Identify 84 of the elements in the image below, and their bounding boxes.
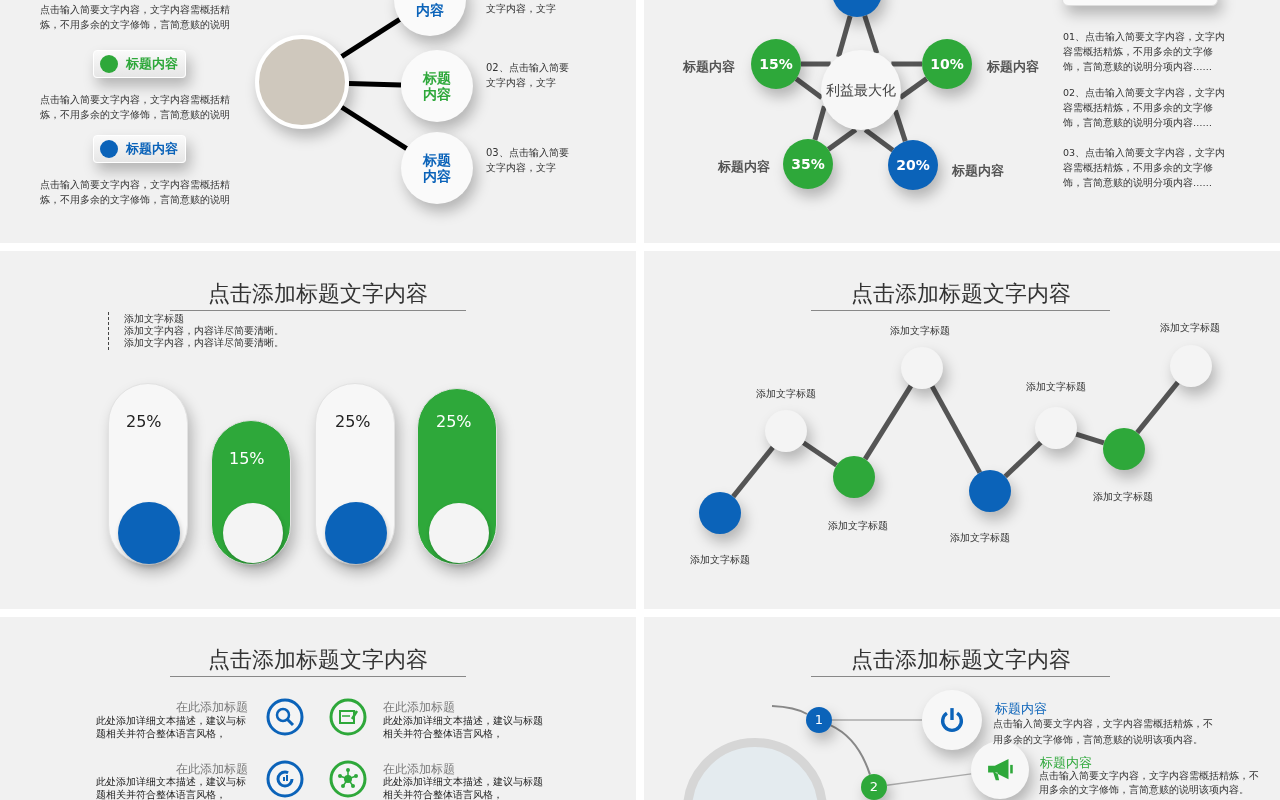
node-label: 标题内容 (1040, 754, 1093, 770)
description-text: 添加文字标题 (827, 519, 889, 533)
connector-line (340, 105, 408, 151)
connector-line (802, 440, 838, 468)
slide-title: 点击添加标题文字内容 (850, 646, 1072, 674)
item-title: 在此添加标题 (383, 762, 456, 776)
node-label: 标题内容 (717, 158, 770, 176)
node-label: 标题内容 (995, 700, 1048, 718)
connector-line (731, 445, 775, 499)
paragraph: 点击输入简要文字内容，文字内容需概括精炼，不用多余的文字修饰，言简意赅的说明 (40, 3, 231, 32)
node-text: 标题内容 (126, 55, 178, 73)
connector-line (1075, 431, 1105, 446)
connector-line (1003, 440, 1043, 479)
connector-line (348, 80, 402, 88)
node-text: 标题内容 (126, 140, 178, 158)
node-label: 标题内容 (952, 162, 1005, 180)
node-text: 25% (126, 412, 162, 431)
connector-line (1135, 380, 1180, 435)
node-text: 10% (930, 55, 964, 73)
description-text: 02、点击输入简要文字内容，文字 (486, 61, 570, 90)
description-text: 添加文字标题 (949, 531, 1011, 545)
node-text: 2 (869, 779, 879, 795)
description-text: 添加文字标题 (889, 324, 951, 338)
description-text: 文字内容，文字 (486, 2, 557, 16)
title-tag (93, 50, 186, 78)
node-text: 15% (229, 449, 265, 468)
connector-line (801, 61, 831, 67)
paragraph: 02、点击输入简要文字内容，文字内容需概括精炼，不用多余的文字修饰，言简意赅的说明分项内容…… (1063, 86, 1227, 130)
paragraph: 点击输入简要文字内容，文字内容需概括精炼，不用多余的文字修饰，言简意赅的说明 (40, 93, 231, 122)
connector-line (831, 719, 923, 721)
pill-bar (108, 383, 188, 565)
paragraph: 点击输入简要文字内容，文字内容需概括精炼，不用多余的文字修饰，言简意赅的说明 (40, 178, 231, 207)
connector-line (826, 127, 858, 152)
item-title: 在此添加标题 (383, 700, 456, 714)
description-text: 此处添加详细文本描述，建议与标题相关并符合整体语言风格， (383, 775, 544, 800)
node-label: 标题内容 (987, 58, 1040, 76)
node-text: 20% (896, 156, 930, 174)
node-text: 1 (814, 712, 824, 728)
connector-line (862, 15, 880, 55)
description-text: 添加文字标题 (1092, 490, 1154, 504)
item-title: 在此添加标题 (175, 700, 248, 714)
connector-line (863, 127, 895, 153)
node-text: 15% (759, 55, 793, 73)
description-text: 此处添加详细文本描述，建议与标题相关并符合整体语言风格， (96, 775, 247, 800)
description-text: 点击输入简要文字内容，文字内容需概括精炼，不用多余的文字修饰，言简意赅的说明该项内容。 (993, 717, 1214, 747)
connector-line (892, 109, 908, 142)
pill-bar (417, 388, 497, 565)
connector-line (340, 17, 402, 59)
node-label: 标题内容 (682, 58, 735, 76)
description-text: 点击输入简要文字内容，文字内容需概括精炼，不用多余的文字修饰，言简意赅的说明该项内容。 (1039, 769, 1260, 797)
connector-line (836, 15, 853, 58)
slide-title: 点击添加标题文字内容 (850, 280, 1072, 308)
paragraph: 01、点击输入简要文字内容，文字内容需概括精炼，不用多余的文字修饰，言简意赅的说明分项内容…… (1063, 30, 1227, 74)
title-tag (93, 135, 186, 163)
description-text: 此处添加详细文本描述，建议与标题相关并符合整体语言风格， (96, 714, 247, 740)
description-text: 此处添加详细文本描述，建议与标题相关并符合整体语言风格， (383, 714, 544, 740)
connector-line (794, 76, 824, 100)
connector-line (886, 773, 972, 786)
description-text: 添加文字标题 (1159, 321, 1221, 335)
connector-line (898, 76, 929, 100)
connector-line (891, 61, 922, 67)
item-title: 在此添加标题 (175, 762, 248, 776)
description-text: 添加文字标题 (755, 387, 817, 401)
description-text: 添加文字内容，内容详尽简要清晰。 (124, 325, 285, 337)
node-text: 内容 (415, 2, 445, 19)
description-text: 添加文字标题 (689, 553, 751, 567)
connector-line (829, 724, 871, 776)
connector-line (929, 385, 983, 474)
connector-line (812, 105, 827, 141)
node-text: 利益最大化 (826, 81, 896, 99)
description-text: 添加文字内容，内容详尽简要清晰。 (124, 337, 285, 349)
paragraph: 03、点击输入简要文字内容，文字内容需概括精炼，不用多余的文字修饰，言简意赅的说明分项内容…… (1063, 146, 1227, 190)
description-text: 添加文字标题 (1025, 380, 1087, 394)
node-text: 标题内容 (422, 151, 452, 185)
description-text: 03、点击输入简要文字内容，文字 (486, 146, 570, 175)
node-text: 25% (436, 412, 472, 431)
connector-line (863, 384, 913, 461)
node-text: 25% (335, 412, 371, 431)
node-text: 35% (791, 155, 825, 173)
subheading: 添加文字标题 (124, 313, 185, 325)
slide-title: 点击添加标题文字内容 (207, 646, 429, 674)
pill-bar (315, 383, 395, 565)
slide-title: 点击添加标题文字内容 (207, 280, 429, 308)
node-text: 标题内容 (422, 69, 452, 103)
